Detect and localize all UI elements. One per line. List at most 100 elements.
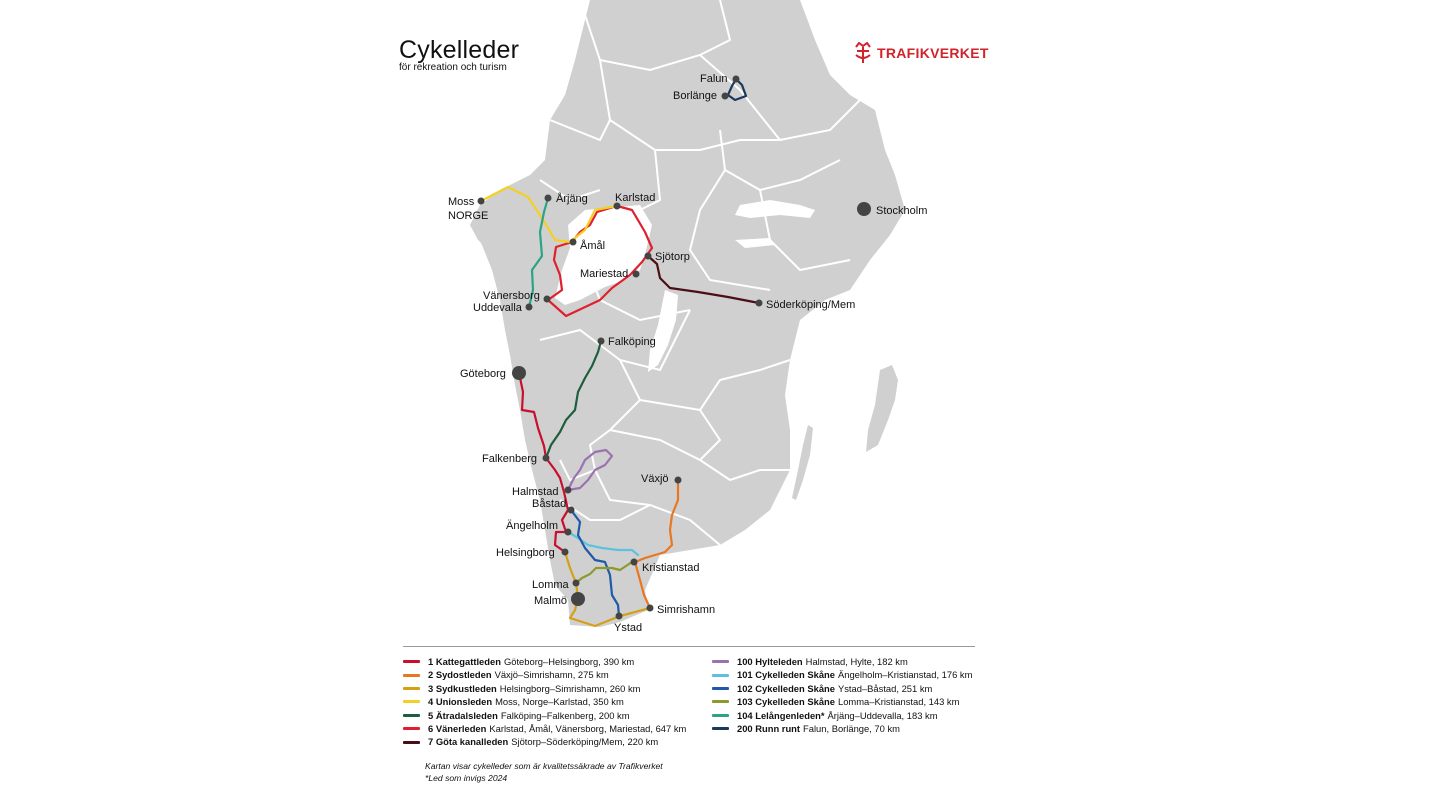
route-skane-102 xyxy=(569,508,621,618)
route-skane-101 xyxy=(566,530,640,557)
legend-swatch xyxy=(712,673,729,677)
land-gotland xyxy=(866,365,898,452)
legend-route-desc: Moss, Norge–Karlstad, 350 km xyxy=(495,696,624,708)
city-dot-soderkoping xyxy=(755,299,763,307)
city-label-bastad: Båstad xyxy=(532,498,566,510)
city-label-malmo: Malmö xyxy=(534,595,567,607)
legend-route-desc: Ängelholm–Kristianstad, 176 km xyxy=(837,669,973,681)
city-dot-vaxjo xyxy=(674,476,682,484)
city-dot-moss xyxy=(477,197,485,205)
legend-swatch xyxy=(712,660,729,664)
crown-icon xyxy=(855,41,871,63)
route-unionsleden xyxy=(479,185,619,244)
city-dot-goteborg xyxy=(512,366,526,380)
route-lelangenleden xyxy=(527,196,550,309)
land-oland xyxy=(792,425,813,500)
city-dot-kristianstad xyxy=(630,558,638,566)
route-gota-kanalleden xyxy=(646,254,761,305)
city-label-vanersborg: Vänersborg xyxy=(483,290,540,302)
legend-route-desc: Halmstad, Hylte, 182 km xyxy=(805,656,908,667)
city-label-ystad: Ystad xyxy=(614,622,642,634)
city-dot-bastad xyxy=(567,506,575,514)
route-skane-103 xyxy=(574,560,634,585)
brand-name: TRAFIKVERKET xyxy=(877,45,989,61)
legend-route-name: 2 Sydostleden xyxy=(428,669,492,681)
legend-swatch xyxy=(712,687,729,691)
legend-route-desc: Göteborg–Helsingborg, 390 km xyxy=(503,656,635,667)
city-label-lomma: Lomma xyxy=(532,579,570,591)
route-hylteleden xyxy=(566,448,614,492)
legend-route-name: 4 Unionsleden xyxy=(428,696,493,708)
city-label-moss: Moss xyxy=(448,196,475,208)
legend-route-name: 100 Hylteleden xyxy=(737,656,803,667)
city-dot-ystad xyxy=(615,612,623,620)
legend-swatch xyxy=(403,727,420,731)
legend-item: 4 Unionsleden Moss, Norge–Karlstad, 350 … xyxy=(403,695,686,708)
city-dot-simrishamn xyxy=(646,604,654,612)
legend-swatch xyxy=(403,660,420,664)
city-label-arjang: Årjäng xyxy=(556,192,588,205)
city-dot-vanersborg xyxy=(543,295,551,303)
city-label-vaxjo: Växjö xyxy=(641,473,669,485)
legend-divider xyxy=(403,646,975,647)
city-label-stockholm: Stockholm xyxy=(876,205,927,217)
legend-route-name: 7 Göta kanalleden xyxy=(428,736,509,748)
city-dot-falkenberg xyxy=(542,454,550,462)
map-title: Cykelleder xyxy=(399,36,520,64)
city-label-norge: NORGE xyxy=(448,210,488,222)
city-dot-karlstad xyxy=(613,202,621,210)
route-atradalsleden xyxy=(544,339,603,460)
city-label-uddevalla: Uddevalla xyxy=(473,302,523,314)
lake-malaren xyxy=(735,200,815,218)
city-label-sjotorp: Sjötorp xyxy=(655,251,690,263)
legend-route-desc: Falköping–Falkenberg, 200 km xyxy=(500,709,630,721)
land-norway-strip xyxy=(470,210,495,250)
city-dot-malmo xyxy=(571,592,585,606)
route-kattegattleden xyxy=(517,371,570,554)
legend-route-desc: Helsingborg–Simrishamn, 260 km xyxy=(499,682,641,694)
city-dot-halmstad xyxy=(564,486,572,494)
city-label-amal: Åmål xyxy=(580,239,605,252)
city-dot-angelholm xyxy=(564,528,572,536)
legend-route-name: 3 Sydkustleden xyxy=(428,682,497,694)
city-dot-stockholm xyxy=(857,202,871,216)
city-dot-uddevalla xyxy=(525,303,533,311)
city-dot-falkoping xyxy=(597,337,605,345)
city-label-falun: Falun xyxy=(700,73,728,85)
lake-vattern xyxy=(648,290,678,372)
legend-swatch xyxy=(712,727,729,731)
legend-swatch xyxy=(403,713,420,717)
city-label-soderkoping: Söderköping/Mem xyxy=(766,299,855,311)
city-dot-sjotorp xyxy=(644,252,652,260)
legend-route-desc: Karlstad, Åmål, Vänersborg, Mariestad, 6… xyxy=(489,723,687,735)
legend-swatch xyxy=(712,713,729,717)
legend-route-name: 6 Vänerleden xyxy=(428,723,487,735)
city-dot-helsingborg xyxy=(561,548,569,556)
legend-route-desc: Lomma–Kristianstad, 143 km xyxy=(837,696,960,708)
legend-route-desc: Ystad–Båstad, 251 km xyxy=(837,682,933,694)
city-label-goteborg: Göteborg xyxy=(460,368,506,380)
legend-route-name: 5 Ätradalsleden xyxy=(428,709,498,721)
legend-route-name: 101 Cykelleden Skåne xyxy=(737,669,835,681)
lake-vanern xyxy=(555,205,652,305)
legend-swatch xyxy=(712,700,729,704)
city-label-falkenberg: Falkenberg xyxy=(482,453,537,465)
footnote-line-2: *Led som invigs 2024 xyxy=(425,773,508,783)
city-label-falkoping: Falköping xyxy=(608,336,656,348)
city-label-halmstad: Halmstad xyxy=(512,486,558,498)
route-sydkustleden xyxy=(563,550,652,628)
city-dot-falun xyxy=(732,75,740,83)
